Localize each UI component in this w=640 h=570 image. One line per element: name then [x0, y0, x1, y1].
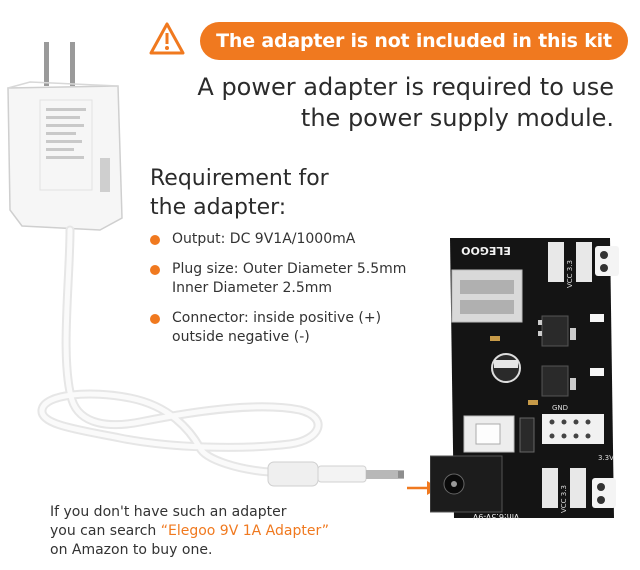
footnote-line-2-prefix: you can search [50, 523, 161, 539]
power-supply-module: ELEGOO VCC 3.3 G [430, 228, 630, 528]
requirement-title: Requirement for the adapter: [150, 164, 329, 222]
bullet-text: Connector: inside positive (+) [172, 310, 382, 326]
bullet-dot-icon [150, 265, 160, 275]
label-vcc33-top: VCC 3.3 [566, 260, 574, 288]
list-item: Output: DC 9V1A/1000mA [150, 230, 450, 249]
bullet-dot-icon [150, 235, 160, 245]
headline-line-2: the power supply module. [300, 104, 614, 132]
requirement-title-line-2: the adapter: [150, 195, 287, 220]
label-33v: 3.3V [598, 454, 614, 462]
label-gnd-mid: GND [552, 404, 568, 412]
search-term-highlight: “Elegoo 9V 1A Adapter” [160, 523, 330, 539]
board-brand: ELEGOO [461, 244, 511, 257]
power-adapter-illustration [0, 30, 420, 510]
requirement-title-line-1: Requirement for [150, 166, 329, 191]
footnote-line-3: on Amazon to buy one. [50, 542, 213, 558]
bullet-text: Output: DC 9V1A/1000mA [172, 231, 356, 247]
list-item: Plug size: Outer Diameter 5.5mm Inner Di… [150, 260, 450, 298]
bullet-text: Plug size: Outer Diameter 5.5mm [172, 261, 407, 277]
bullet-text-2: Inner Diameter 2.5mm [172, 280, 333, 296]
footnote-line-2: you can search “Elegoo 9V 1A Adapter” [50, 522, 450, 541]
footnote: If you don't have such an adapter you ca… [50, 503, 450, 560]
label-vcc33-bottom: VCC 3.3 [560, 485, 568, 513]
warning-banner-text: The adapter is not included in this kit [216, 30, 612, 52]
list-item: Connector: inside positive (+) outside n… [150, 309, 450, 347]
headline: A power adapter is required to use the p… [197, 72, 614, 134]
warning-triangle-icon [148, 20, 186, 58]
footnote-line-1: If you don't have such an adapter [50, 504, 287, 520]
headline-line-1: A power adapter is required to use [197, 73, 614, 101]
warning-banner: The adapter is not included in this kit [200, 22, 628, 60]
bullet-text-2: outside negative (-) [172, 329, 310, 345]
label-vin: Vin:6.5V-9V [472, 512, 519, 521]
bullet-dot-icon [150, 314, 160, 324]
requirement-list: Output: DC 9V1A/1000mA Plug size: Outer … [150, 230, 450, 358]
